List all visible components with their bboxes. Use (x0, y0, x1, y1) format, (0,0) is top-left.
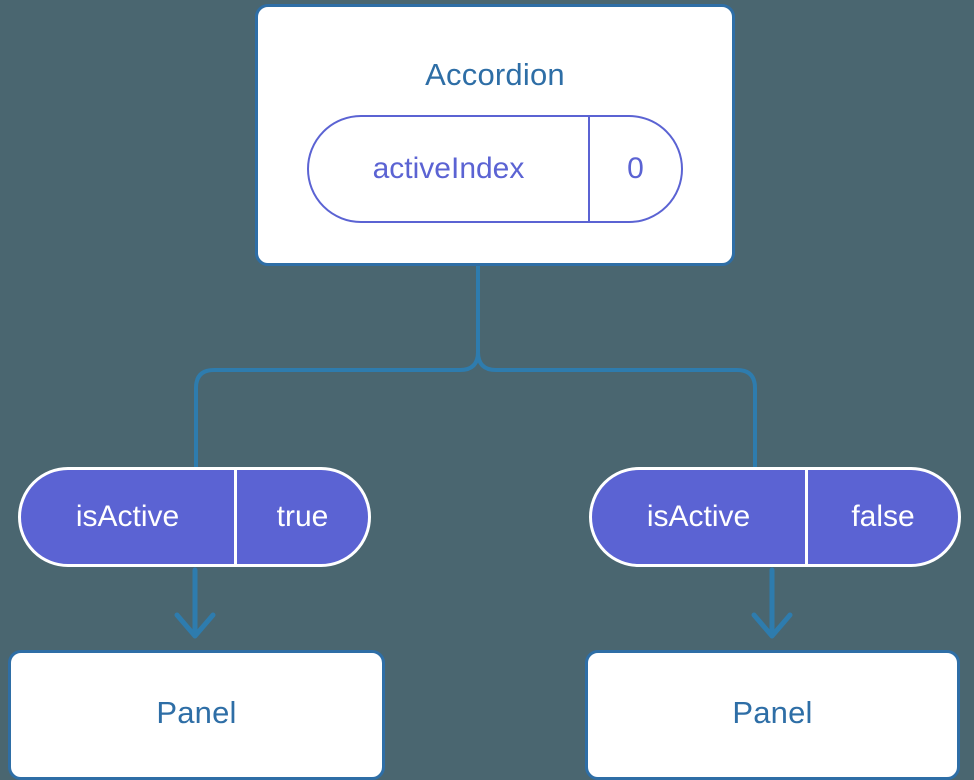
panel-title-right: Panel (732, 695, 813, 730)
prop-pill-is-active-true[interactable]: isActive true (18, 467, 371, 567)
state-pill-key: activeIndex (372, 152, 525, 185)
prop-pill-key: isActive (646, 500, 751, 533)
prop-pill-is-active-false[interactable]: isActive false (589, 467, 961, 567)
accordion-title: Accordion (425, 57, 565, 92)
tree-fork-connector-right (476, 264, 757, 469)
panel-component-card-left[interactable]: Panel (8, 650, 385, 780)
prop-pill-key: isActive (75, 500, 180, 533)
panel-component-card-right[interactable]: Panel (585, 650, 960, 780)
state-pill-value: 0 (588, 117, 681, 221)
down-arrow-right (751, 567, 793, 639)
state-pill-active-index[interactable]: activeIndex 0 (307, 115, 683, 223)
prop-pill-value: false (805, 470, 958, 564)
panel-title-left: Panel (156, 695, 237, 730)
tree-fork-connector (194, 264, 480, 469)
down-arrow-left (174, 567, 216, 639)
prop-pill-value: true (234, 470, 368, 564)
